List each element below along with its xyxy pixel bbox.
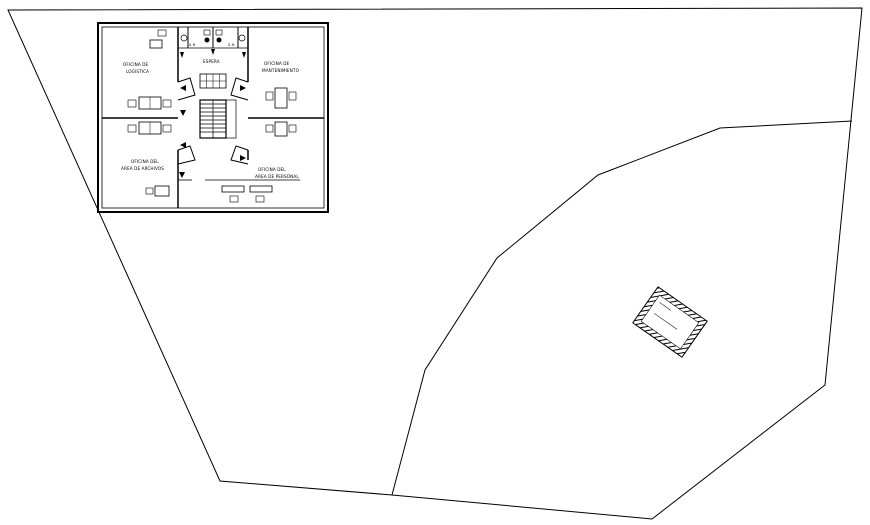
desk-icon xyxy=(127,29,172,110)
label-logistica-1: OFICINA DE xyxy=(123,62,149,67)
label-archivos-2: AREA DE ARCHIVOS xyxy=(121,166,164,171)
building-inner-line xyxy=(659,302,671,311)
label-restroom-right: S.H. xyxy=(228,43,236,47)
label-personal-1: OFICINA DEL xyxy=(258,167,286,172)
hatched-building xyxy=(632,286,708,358)
label-mantenimiento-2: MANTENIMIENTO xyxy=(262,68,300,73)
desk-icon xyxy=(221,185,273,203)
arrow-icon xyxy=(179,49,246,178)
floor-plan-inset xyxy=(97,22,329,213)
desk-icon xyxy=(265,87,297,137)
label-restroom-left: S.H. xyxy=(189,43,197,47)
lot-boundary xyxy=(7,7,863,520)
zone-boundary xyxy=(391,120,853,496)
label-logistica-2: LOGISTICA xyxy=(126,69,149,74)
desk-icon xyxy=(127,121,172,197)
label-archivos-1: OFICINA DEL xyxy=(131,159,159,164)
toilet-icon xyxy=(180,29,246,43)
label-espera: ESPERA xyxy=(203,59,220,64)
label-personal-2: AREA DE PERSONAL xyxy=(255,174,299,179)
waiting-seats-icon xyxy=(199,73,227,89)
label-mantenimiento-1: OFICINA DE xyxy=(264,61,290,66)
stair-icon xyxy=(199,99,237,139)
building-inner-line xyxy=(653,313,678,330)
